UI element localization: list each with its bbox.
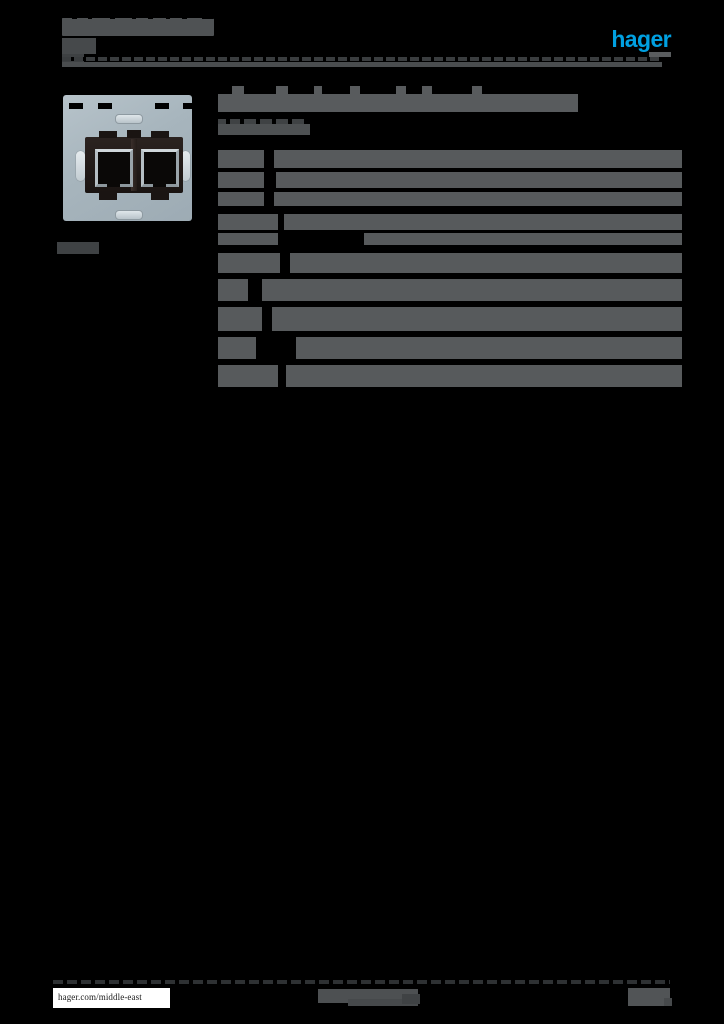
spec-column-gap	[278, 233, 364, 245]
plate-notch	[155, 103, 169, 109]
spec-row-separator	[218, 188, 682, 192]
spec-row	[218, 150, 682, 168]
module-center-divider	[131, 139, 137, 191]
spec-row	[218, 307, 682, 331]
spec-row	[218, 337, 682, 359]
module-tab	[151, 192, 169, 200]
rj45-port-right	[141, 149, 179, 187]
spec-row	[218, 192, 682, 206]
spec-row	[218, 214, 682, 230]
product-subtitle-redacted	[218, 124, 310, 135]
spec-column-gap	[256, 337, 296, 359]
port-keyway	[107, 180, 120, 187]
port-keyway	[153, 180, 166, 187]
header-divider-dash	[62, 57, 662, 61]
spec-row-separator	[218, 273, 682, 279]
footer-center-redacted-2	[348, 999, 418, 1006]
spec-row	[218, 365, 682, 387]
header-subtitle-redacted	[62, 38, 96, 54]
plate-notch	[155, 223, 169, 228]
product-title-ascenders	[218, 86, 578, 95]
spec-row-separator	[218, 230, 682, 233]
page-footer: hager.com/middle-east	[0, 980, 724, 1024]
product-subtitle-ascenders	[218, 119, 310, 125]
footer-right-redacted	[628, 988, 670, 1006]
spec-column-gap	[278, 365, 286, 387]
module-tab	[127, 130, 141, 138]
product-title	[218, 86, 682, 112]
screw-slot-bottom	[115, 210, 143, 220]
spec-row	[218, 279, 682, 301]
plate-notch	[69, 103, 83, 109]
main-content	[218, 86, 682, 387]
screw-slot-top	[115, 114, 143, 124]
spec-column-gap	[264, 150, 274, 168]
mounting-plate	[63, 95, 198, 228]
footer-url[interactable]: hager.com/middle-east	[58, 992, 142, 1002]
spec-column-gap	[264, 172, 276, 188]
header-divider	[62, 62, 662, 67]
product-caption-redacted	[57, 242, 99, 254]
rj45-port-left	[95, 149, 133, 187]
plate-notch	[183, 223, 198, 228]
footer-right-redacted-2	[664, 998, 672, 1006]
spec-row-separator	[218, 168, 682, 172]
header-title-redacted	[62, 18, 214, 36]
rj45-module	[85, 130, 183, 200]
spec-column-gap	[280, 253, 290, 273]
mounting-claw-left	[76, 151, 85, 181]
footer-center-redacted-3	[402, 994, 420, 1004]
spec-row	[218, 172, 682, 188]
spec-row	[218, 233, 682, 245]
mounting-claw-right	[181, 151, 190, 181]
spec-row	[218, 253, 682, 273]
page-header	[62, 18, 662, 63]
hager-logo: hager	[611, 26, 671, 52]
module-tab	[99, 192, 117, 200]
product-image	[57, 87, 198, 228]
spec-column-gap	[278, 214, 284, 230]
module-tab	[99, 131, 117, 138]
spec-column-gap	[264, 192, 274, 206]
spec-column-gap	[248, 279, 262, 301]
spec-column-gap	[262, 307, 272, 331]
spec-group	[218, 214, 682, 245]
logo-underline	[649, 52, 671, 57]
spec-row-separator	[218, 359, 682, 365]
footer-url-box[interactable]: hager.com/middle-east	[53, 988, 170, 1008]
spec-row-separator	[218, 331, 682, 337]
plate-notch	[69, 223, 83, 228]
plate-notch	[98, 103, 112, 109]
plate-notch	[183, 103, 198, 109]
spec-row-separator	[218, 301, 682, 307]
footer-divider	[53, 980, 670, 984]
module-tab	[151, 131, 169, 138]
plate-notch	[98, 223, 114, 228]
spec-group	[218, 253, 682, 387]
spec-group	[218, 150, 682, 206]
product-title-redacted	[218, 94, 578, 112]
